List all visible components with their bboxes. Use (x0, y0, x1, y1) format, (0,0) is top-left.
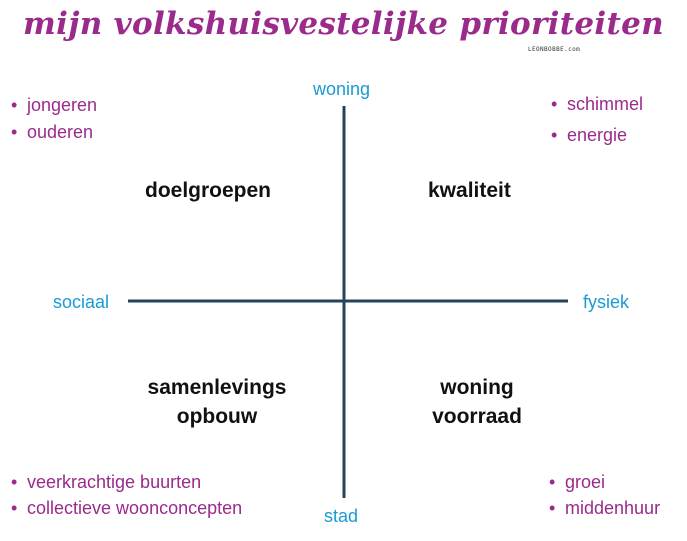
quadrant-title-line: woning (440, 376, 514, 399)
bullet-list-top-right: schimmel energie (551, 89, 643, 151)
list-item: groei (549, 469, 660, 495)
list-item: veerkrachtige buurten (11, 469, 242, 495)
bullet-list-bottom-right: groei middenhuur (549, 469, 660, 521)
quadrant-title-line: voorraad (432, 405, 522, 428)
axis-label-left: sociaal (53, 292, 110, 312)
axis-label-bottom: stad (324, 506, 359, 526)
list-item: ouderen (11, 119, 97, 146)
bullet-list-bottom-left: veerkrachtige buurten collectieve woonco… (11, 469, 242, 521)
quadrant-title-line: doelgroepen (145, 179, 272, 202)
list-item: collectieve woonconcepten (11, 495, 242, 521)
quadrant-title-line: samenlevings (147, 376, 287, 399)
axis-label-right: fysiek (583, 292, 630, 312)
list-item: middenhuur (549, 495, 660, 521)
quadrant-title-top-right: kwaliteit (428, 176, 511, 205)
quadrant-title-top-left: doelgroepen (145, 176, 271, 205)
quadrant-title-line: opbouw (176, 405, 258, 428)
list-item: jongeren (11, 92, 97, 119)
list-item: schimmel (551, 89, 643, 120)
quadrant-title-line: kwaliteit (428, 179, 511, 202)
list-item: energie (551, 120, 643, 151)
quadrant-title-bottom-left: samenlevings opbouw (138, 373, 296, 431)
axis-label-top: woning (313, 79, 371, 99)
bullet-list-top-left: jongeren ouderen (11, 92, 97, 146)
credit-watermark: LEONBOBBE.com (528, 46, 581, 53)
quadrant-title-bottom-right: woning voorraad (418, 373, 536, 431)
page-title: mijn volkshuisvestelijke prioriteiten (23, 6, 664, 42)
